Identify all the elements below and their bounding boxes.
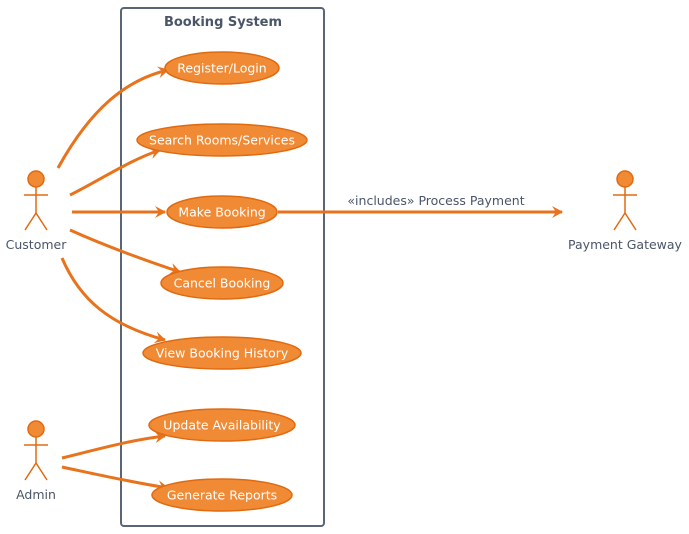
use-case-label: View Booking History: [156, 346, 289, 361]
system-title: Booking System: [164, 15, 282, 30]
use-case-label: Generate Reports: [167, 488, 277, 503]
actor-label: Admin: [16, 487, 56, 502]
use-case-generate-reports[interactable]: Generate Reports: [151, 478, 293, 512]
edge-admin-reports: [61, 465, 169, 493]
edge-customer-search: [69, 147, 161, 197]
actor-payment-gateway[interactable]: Payment Gateway: [568, 170, 683, 252]
use-case-label: Update Availability: [163, 418, 281, 433]
actor-customer[interactable]: Customer: [6, 170, 68, 252]
edge-customer-view-history: [60, 257, 166, 344]
use-case-update-availability[interactable]: Update Availability: [148, 408, 296, 442]
edge-customer-register: [56, 66, 169, 169]
use-case-label: Cancel Booking: [174, 276, 271, 291]
use-case-search[interactable]: Search Rooms/Services: [136, 123, 308, 157]
use-case-label: Search Rooms/Services: [149, 133, 295, 148]
edge-customer-cancel: [69, 228, 181, 275]
use-case-view-history[interactable]: View Booking History: [142, 336, 302, 370]
stick-figure-icon: [24, 170, 48, 231]
use-case-label: Make Booking: [178, 205, 265, 220]
includes-payment-label: «includes» Process Payment: [347, 193, 524, 208]
use-case-cancel-booking[interactable]: Cancel Booking: [160, 266, 284, 300]
edge-admin-update: [61, 431, 166, 460]
stick-figure-icon: [24, 420, 48, 481]
associations: [56, 66, 563, 493]
use-case-make-booking[interactable]: Make Booking: [166, 195, 278, 229]
use-case-register-login[interactable]: Register/Login: [164, 51, 280, 85]
actor-admin[interactable]: Admin: [16, 420, 56, 502]
stick-figure-icon: [613, 170, 637, 231]
actor-label: Payment Gateway: [568, 237, 683, 252]
use-case-label: Register/Login: [177, 61, 266, 76]
actor-label: Customer: [6, 237, 68, 252]
